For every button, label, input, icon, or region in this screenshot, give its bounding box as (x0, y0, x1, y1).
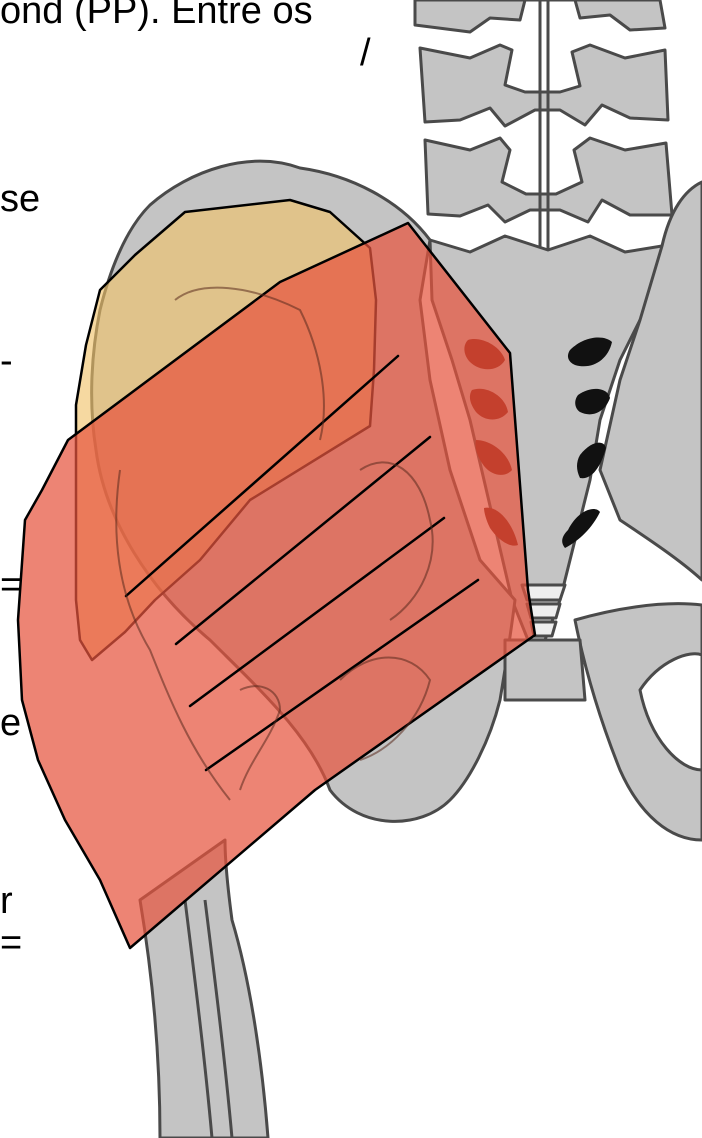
lumbar-vertebrae (415, 0, 672, 260)
vertebra-l4 (420, 45, 668, 126)
text-fragment-equals-2: = (0, 924, 22, 962)
text-fragment-dash: - (0, 342, 13, 380)
text-fragment-equals-1: = (0, 566, 22, 604)
vertebral-body-shadow (540, 0, 548, 260)
text-fragment-line-1: ond (PP). Entre os (0, 0, 313, 30)
text-fragment-r: r (0, 882, 13, 920)
text-fragment-se: se (0, 180, 40, 218)
ilium-right (600, 182, 702, 580)
text-fragment-e: e (0, 704, 21, 742)
text-fragment-line-2: / (360, 34, 371, 72)
